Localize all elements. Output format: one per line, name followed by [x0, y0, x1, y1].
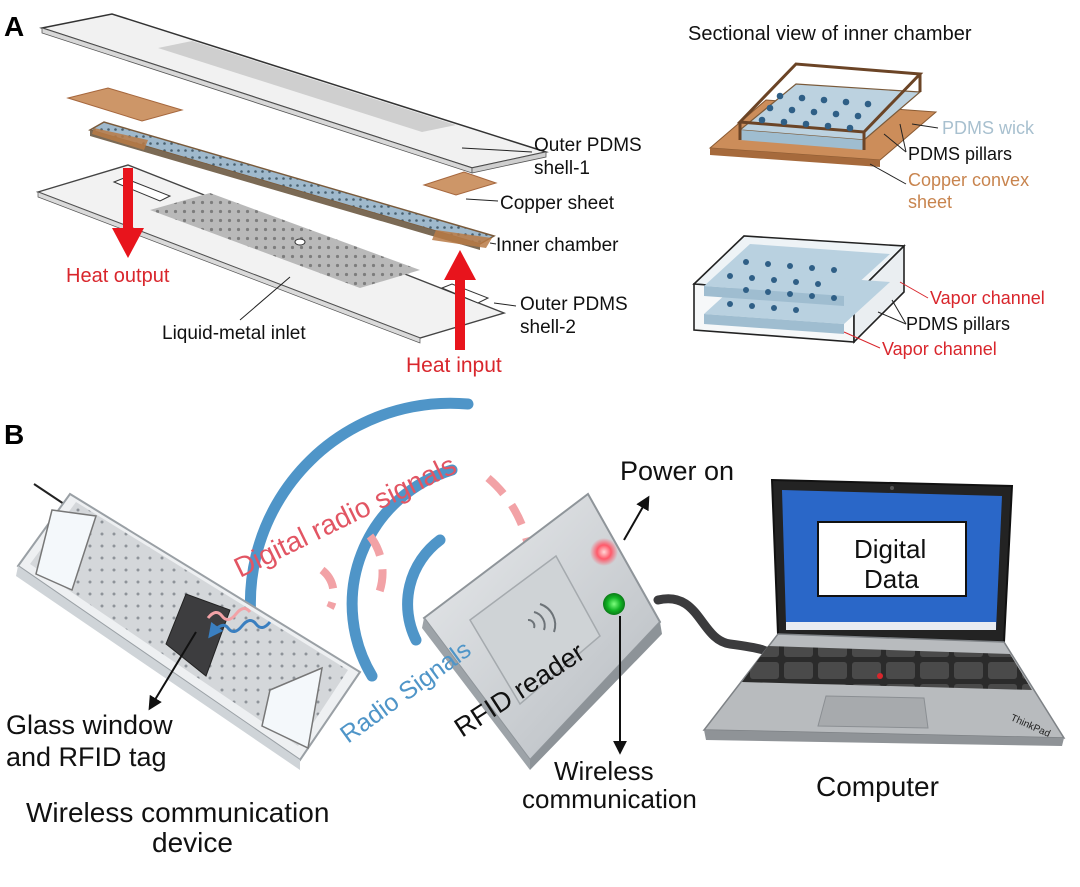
- label-heat-output: Heat output: [66, 265, 170, 287]
- digital-signal-arcs: [319, 474, 535, 610]
- laptop-touchpad: [817, 695, 929, 729]
- wireless-led: [603, 593, 625, 615]
- copper-sheet-right: [422, 171, 498, 196]
- label-pdms-pillars-top: PDMS pillars: [908, 144, 1012, 164]
- label-inner-chamber: Inner chamber: [496, 235, 619, 256]
- leader-inner: [489, 242, 497, 245]
- label-screen-line1: Digital: [854, 534, 926, 564]
- label-vapor-channel-top: Vapor channel: [930, 288, 1045, 308]
- leader-copper: [465, 198, 499, 202]
- label-outer-shell-2-line1: Outer PDMS: [520, 294, 628, 315]
- liquid-metal-inlet-hole: [294, 238, 306, 246]
- label-device-line1: Wireless communication: [26, 797, 329, 828]
- laptop-keyboard: [742, 646, 1032, 690]
- label-wireless-line1: Wireless: [554, 756, 654, 786]
- rfid-reader: [422, 492, 662, 770]
- reader-nfc-symbol: [527, 603, 557, 633]
- label-outer-shell-2-line2: shell-2: [520, 317, 576, 338]
- wireless-communication-device: [16, 483, 362, 770]
- sectional-red-leaders: [843, 281, 929, 349]
- sectional-leaders: [869, 123, 939, 325]
- label-device-line2: device: [152, 827, 233, 858]
- label-wireless-line2: communication: [522, 784, 697, 814]
- tag-digital-wave: [206, 607, 252, 621]
- label-outer-shell-1-line2: shell-1: [534, 158, 590, 179]
- device-left-window: [35, 509, 97, 592]
- device-right-window: [261, 666, 323, 750]
- leader-inlet: [239, 276, 291, 321]
- copper-sheet-left: [66, 87, 184, 122]
- label-glass-window-line1: Glass window: [6, 710, 173, 740]
- label-power-on: Power on: [620, 456, 734, 486]
- label-vapor-channel-bottom: Vapor channel: [882, 339, 997, 359]
- inner-chamber: [88, 121, 496, 250]
- outer-pdms-shell-2: [35, 164, 507, 344]
- heat-input-arrow: [444, 250, 476, 350]
- panel-a-letter: A: [4, 11, 24, 42]
- radio-arc-small: [402, 534, 446, 646]
- label-liquid-metal-inlet: Liquid-metal inlet: [162, 323, 306, 344]
- reader-pad: [469, 554, 601, 706]
- tag-radio-wave: [208, 619, 272, 639]
- label-outer-shell-1-line1: Outer PDMS: [534, 135, 642, 156]
- usb-cable: [653, 594, 785, 665]
- sectional-bottom-diagram: [692, 235, 906, 344]
- glass-window-pointer: [148, 631, 197, 711]
- leader-shell-2: [493, 302, 517, 307]
- label-computer: Computer: [816, 771, 939, 802]
- sectional-top-diagram: [708, 62, 938, 167]
- label-copper-convex-line1: Copper convex: [908, 170, 1029, 190]
- sectional-view-title: Sectional view of inner chamber: [688, 23, 972, 45]
- laptop-trackpoint: [877, 673, 883, 679]
- heat-output-arrow: [112, 168, 144, 258]
- radio-arc-medium: [346, 464, 458, 682]
- label-copper-convex-line2: sheet: [908, 192, 952, 212]
- label-pdms-pillars-bottom: PDMS pillars: [906, 314, 1010, 334]
- outer-pdms-shell-1: [39, 13, 549, 174]
- leader-shell-1: [461, 147, 533, 153]
- label-digital-radio-signals: Digital radio signals: [229, 449, 461, 583]
- label-screen-line2: Data: [864, 564, 919, 594]
- label-heat-input: Heat input: [406, 354, 502, 377]
- digital-data-box: [817, 521, 967, 597]
- label-glass-window-line2: and RFID tag: [6, 742, 167, 772]
- label-copper-sheet: Copper sheet: [500, 193, 615, 214]
- power-on-pointer: [623, 495, 650, 541]
- power-led: [590, 538, 618, 566]
- laptop-computer: ThinkPad: [702, 478, 1066, 746]
- label-pdms-wick: PDMS wick: [942, 118, 1035, 138]
- panel-b-letter: B: [4, 419, 24, 450]
